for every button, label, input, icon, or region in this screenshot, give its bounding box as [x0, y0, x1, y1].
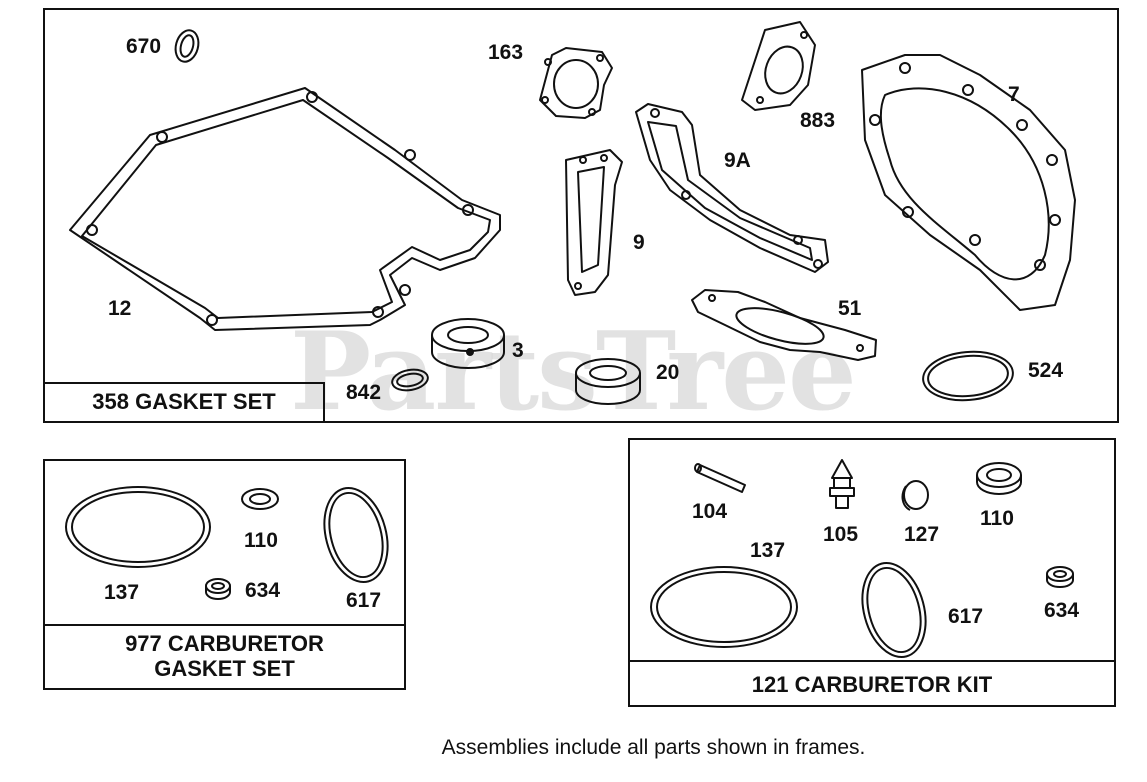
- carb-kit-title-box: [628, 660, 1116, 707]
- kit-110-washer-drawing: [976, 462, 1022, 495]
- carb-gasket-set-title-line2: GASKET SET: [154, 656, 295, 681]
- kit-137-ring-drawing: [650, 566, 798, 648]
- label-3: 3: [512, 339, 524, 362]
- part-842-ring-drawing: [391, 368, 429, 392]
- carb-set-634-washer-drawing: [205, 578, 231, 600]
- label-51: 51: [838, 297, 862, 320]
- label-883: 883: [800, 109, 836, 132]
- label-9A: 9A: [724, 149, 751, 172]
- label-12: 12: [108, 297, 132, 320]
- carb-gasket-set-title-box: [43, 624, 406, 690]
- part-883-gasket-drawing: [741, 21, 816, 111]
- label-9: 9: [633, 231, 645, 254]
- kit-label-110: 110: [980, 507, 1014, 530]
- label-524: 524: [1028, 359, 1064, 382]
- footnote: Assemblies include all parts shown in fr…: [441, 736, 866, 759]
- kit-label-105: 105: [823, 523, 859, 546]
- gasket-set-title-box: [43, 382, 325, 423]
- label-7: 7: [1008, 83, 1020, 106]
- kit-617-ring-drawing: [861, 561, 927, 659]
- kit-127-plug-drawing: [901, 480, 929, 511]
- carb-gasket-set-title-line1: 977 CARBURETOR: [125, 631, 324, 656]
- kit-label-104: 104: [692, 500, 728, 523]
- part-524-ring-drawing: [922, 350, 1014, 402]
- carb-set-617-ring-drawing: [323, 486, 389, 584]
- carb-set-label-634: 634: [245, 579, 281, 602]
- carb-kit-title: 121 CARBURETOR KIT: [751, 672, 993, 697]
- label-670: 670: [126, 35, 162, 58]
- kit-label-634: 634: [1044, 599, 1080, 622]
- carb-set-label-617: 617: [346, 589, 382, 612]
- part-51-gasket-drawing: [691, 289, 877, 361]
- carb-set-137-ring-drawing: [65, 486, 211, 568]
- part-9-gasket-drawing: [565, 149, 623, 296]
- carb-set-label-137: 137: [104, 581, 140, 604]
- part-3-seal-drawing: [431, 318, 505, 369]
- part-670-washer-drawing: [174, 29, 200, 63]
- part-20-seal-drawing: [575, 358, 641, 405]
- kit-634-washer-drawing: [1046, 566, 1074, 588]
- label-842: 842: [346, 381, 382, 404]
- kit-label-127: 127: [904, 523, 940, 546]
- kit-label-617: 617: [948, 605, 984, 628]
- gasket-set-frame: [43, 8, 1119, 423]
- part-9A-gasket-drawing: [635, 103, 829, 273]
- label-20: 20: [656, 361, 680, 384]
- carb-set-110-washer-drawing: [241, 488, 279, 510]
- carb-set-label-110: 110: [244, 529, 278, 552]
- gasket-set-title: 358 GASKET SET: [92, 389, 276, 414]
- kit-104-pin-drawing: [694, 463, 746, 493]
- kit-label-137: 137: [750, 539, 786, 562]
- part-12-crankcase-gasket-drawing: [69, 87, 501, 331]
- kit-105-needle-drawing: [829, 459, 855, 509]
- part-163-gasket-drawing: [539, 47, 613, 119]
- label-163: 163: [488, 41, 524, 64]
- part-7-head-gasket-drawing: [861, 54, 1076, 311]
